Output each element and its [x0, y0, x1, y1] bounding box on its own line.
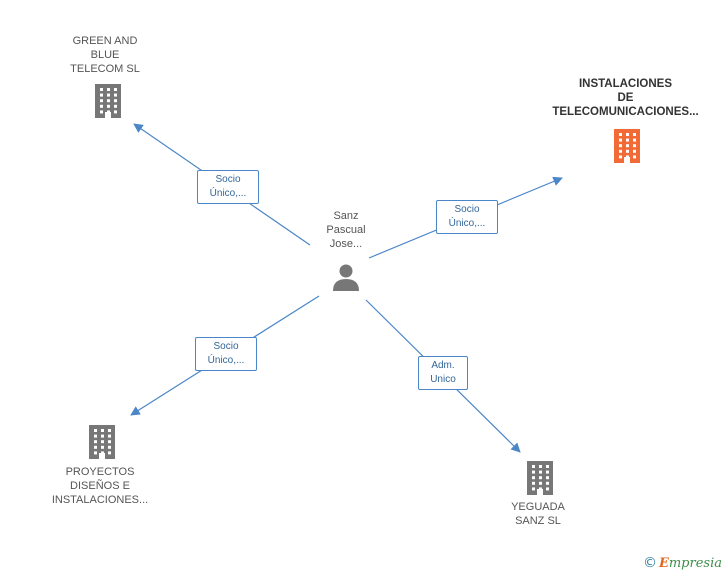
edge-label-green-blue[interactable]: Socio Único,...	[197, 170, 259, 204]
company-label-line: YEGUADA	[511, 501, 565, 513]
building-icon-proyectos[interactable]	[89, 425, 115, 459]
company-label-line: BLUE	[90, 49, 120, 61]
company-label-line: DE	[617, 92, 634, 104]
brand-initial: E	[658, 556, 669, 571]
brand-name: mpresia	[668, 556, 722, 571]
company-label-line: TELECOM SL	[70, 63, 140, 75]
edge-label-line: Socio	[213, 341, 239, 352]
person-icon[interactable]	[333, 264, 359, 292]
edge-label-line: Adm.	[431, 360, 455, 371]
company-label-line: SANZ SL	[515, 515, 561, 527]
building-icon-green-blue[interactable]	[95, 84, 121, 118]
building-icon-yeguada[interactable]	[527, 461, 553, 495]
company-label-line: DISEÑOS E	[70, 480, 130, 492]
edge-label-yeguada[interactable]: Adm. Unico	[418, 356, 468, 390]
person-label-line: Sanz	[333, 210, 359, 222]
company-label-line: GREEN AND	[72, 35, 138, 47]
edge-label-line: Socio	[215, 174, 241, 185]
company-label-proyectos[interactable]: PROYECTOS DISEÑOS E INSTALACIONES...	[40, 465, 160, 507]
copyright-symbol: ©	[642, 555, 657, 571]
company-label-line: INSTALACIONES	[578, 78, 673, 90]
edge-label-proyectos[interactable]: Socio Único,...	[195, 337, 257, 371]
company-label-green-blue[interactable]: GREEN AND BLUE TELECOM SL	[55, 34, 155, 76]
empresia-footer-logo[interactable]: ©Empresia	[643, 555, 722, 571]
building-icon-instalaciones[interactable]	[614, 129, 640, 163]
person-label[interactable]: Sanz Pascual Jose...	[312, 209, 380, 251]
company-label-line: INSTALACIONES...	[51, 494, 149, 506]
person-label-line: Jose...	[329, 238, 363, 250]
company-label-yeguada[interactable]: YEGUADA SANZ SL	[498, 500, 578, 528]
edge-label-line: Único,...	[448, 218, 486, 229]
company-label-line: TELECOMUNICACIONES...	[552, 106, 699, 118]
edge-label-line: Unico	[430, 374, 456, 385]
edge-label-line: Socio	[454, 204, 480, 215]
edge-label-line: Único,...	[207, 355, 245, 366]
edge-label-instalaciones[interactable]: Socio Único,...	[436, 200, 498, 234]
edge-label-line: Único,...	[209, 188, 247, 199]
company-label-instalaciones[interactable]: INSTALACIONES DE TELECOMUNICACIONES...	[538, 77, 713, 119]
person-label-line: Pascual	[326, 224, 366, 236]
company-label-line: PROYECTOS	[65, 466, 135, 478]
